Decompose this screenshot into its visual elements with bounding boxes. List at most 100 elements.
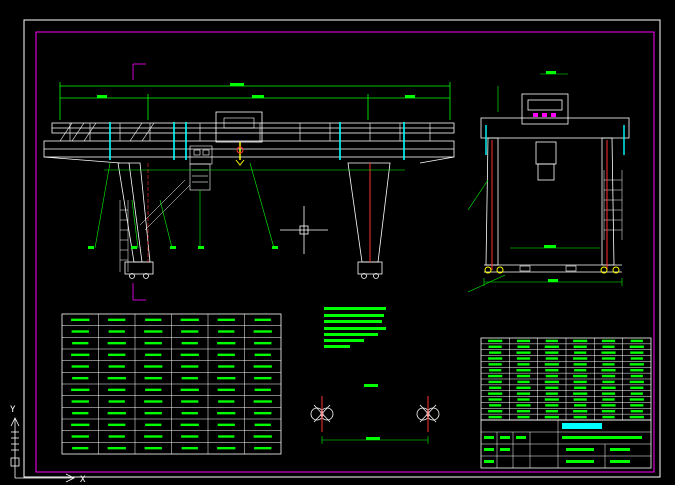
bom-table-cell bbox=[629, 363, 644, 366]
bom-table-cell bbox=[601, 357, 616, 360]
bom-table-cell bbox=[544, 415, 559, 419]
hook-spacing-label bbox=[366, 437, 380, 440]
bom-table-cell bbox=[489, 404, 502, 407]
bom-table-cell bbox=[629, 415, 644, 419]
bom-table-cell bbox=[488, 380, 502, 384]
bom-table-cell bbox=[544, 345, 559, 348]
title-block bbox=[480, 419, 652, 469]
params-table-cell bbox=[107, 446, 126, 450]
bom-table-cell bbox=[630, 351, 644, 354]
bom-table-cell bbox=[573, 410, 588, 413]
technical-notes bbox=[324, 307, 386, 348]
side-stiffeners bbox=[485, 125, 625, 155]
params-table-cell bbox=[254, 423, 271, 427]
params-table-cell bbox=[217, 388, 235, 392]
bom-table-cell bbox=[545, 386, 559, 389]
params-table-cell bbox=[217, 341, 236, 345]
bom-table-cell bbox=[488, 415, 502, 419]
bom-table-cell bbox=[545, 392, 558, 395]
bom-table-cell bbox=[544, 380, 559, 384]
params-table-cell bbox=[108, 423, 126, 427]
params-table-cell bbox=[254, 318, 271, 322]
bom-table-cell bbox=[602, 363, 615, 366]
params-table-cell bbox=[181, 376, 198, 380]
bom-table-cell bbox=[601, 386, 616, 389]
bom-table-cell bbox=[602, 415, 615, 419]
bom-table-cell bbox=[629, 398, 644, 401]
bom-table-cell bbox=[630, 369, 644, 372]
bom-table-cell bbox=[516, 374, 531, 378]
bom-table-cell bbox=[516, 357, 531, 360]
bom-table-cell bbox=[545, 410, 558, 413]
params-table-cell bbox=[180, 388, 199, 392]
params-table-cell bbox=[181, 341, 198, 345]
params-table-cell bbox=[71, 330, 89, 333]
bom-table-cell bbox=[573, 363, 587, 366]
bom-table-cell bbox=[545, 369, 559, 372]
bom-table-cell bbox=[516, 386, 531, 389]
hook-centerlines bbox=[321, 396, 429, 432]
ucs-axis-icon: Y X bbox=[10, 405, 86, 485]
params-table-cell bbox=[107, 376, 126, 380]
params-table-cell bbox=[107, 411, 126, 415]
bom-table-cell bbox=[488, 345, 502, 348]
bom-table-cell bbox=[601, 404, 616, 407]
title-block-text bbox=[484, 436, 642, 463]
params-table-cell bbox=[217, 446, 236, 450]
params-table-cell bbox=[180, 353, 199, 357]
params-table-cell bbox=[217, 411, 236, 415]
bom-table-cell bbox=[488, 374, 503, 378]
bom-table-cell bbox=[630, 386, 644, 389]
ucs-x-label: X bbox=[80, 475, 86, 485]
params-table-cell bbox=[254, 376, 272, 380]
bom-table-cell bbox=[630, 392, 643, 395]
bom-table-cell bbox=[574, 369, 587, 372]
bom-table-cell bbox=[516, 351, 531, 354]
front-elevation-view bbox=[43, 63, 455, 301]
bom-table-cell bbox=[629, 380, 644, 384]
bom-table-cell bbox=[516, 410, 531, 413]
params-table-cell bbox=[108, 400, 125, 403]
params-table-cell bbox=[180, 423, 199, 427]
trolley-assembly bbox=[215, 111, 263, 166]
bom-table-cell bbox=[573, 374, 588, 378]
bom-table-cell bbox=[573, 357, 588, 360]
bom-table-cell bbox=[630, 404, 644, 407]
hook-detail-title bbox=[364, 384, 378, 387]
params-table-cell bbox=[72, 376, 89, 380]
bom-table-cells bbox=[488, 339, 644, 419]
bom-table-cell bbox=[517, 398, 530, 401]
params-table-cell bbox=[72, 446, 89, 450]
ucs-y-label: Y bbox=[10, 405, 16, 415]
side-wheel-sets bbox=[484, 266, 620, 274]
bom-table-cell bbox=[573, 415, 587, 419]
params-table-cell bbox=[218, 330, 235, 333]
crosshair-cursor[interactable] bbox=[280, 206, 328, 254]
bom-table-cell bbox=[601, 374, 616, 378]
bom-table-cell bbox=[601, 410, 616, 413]
params-table-cell bbox=[71, 400, 89, 403]
params-table-cell bbox=[71, 423, 90, 427]
bom-table-cell bbox=[573, 398, 587, 401]
bom-table-cell bbox=[545, 351, 559, 354]
bom-table-cell bbox=[573, 392, 588, 395]
bom-table-cell bbox=[488, 339, 503, 343]
bom-table-grid bbox=[481, 338, 651, 420]
params-table-cell bbox=[145, 353, 162, 357]
bom-table-cell bbox=[602, 380, 615, 384]
params-table-cell bbox=[218, 435, 235, 438]
bom-table-cell bbox=[602, 345, 615, 348]
params-table-cell bbox=[254, 446, 272, 450]
params-table-cell bbox=[217, 318, 235, 322]
side-bogies bbox=[519, 265, 577, 272]
params-table-cell bbox=[144, 446, 162, 450]
front-balloon-labels bbox=[88, 246, 278, 249]
side-dimension-labels bbox=[544, 71, 558, 282]
params-table-cell bbox=[72, 411, 89, 415]
bom-table-cell bbox=[574, 386, 587, 389]
params-table-cell bbox=[218, 400, 235, 403]
params-table-cell bbox=[144, 376, 162, 380]
bom-table-cell bbox=[488, 363, 502, 366]
